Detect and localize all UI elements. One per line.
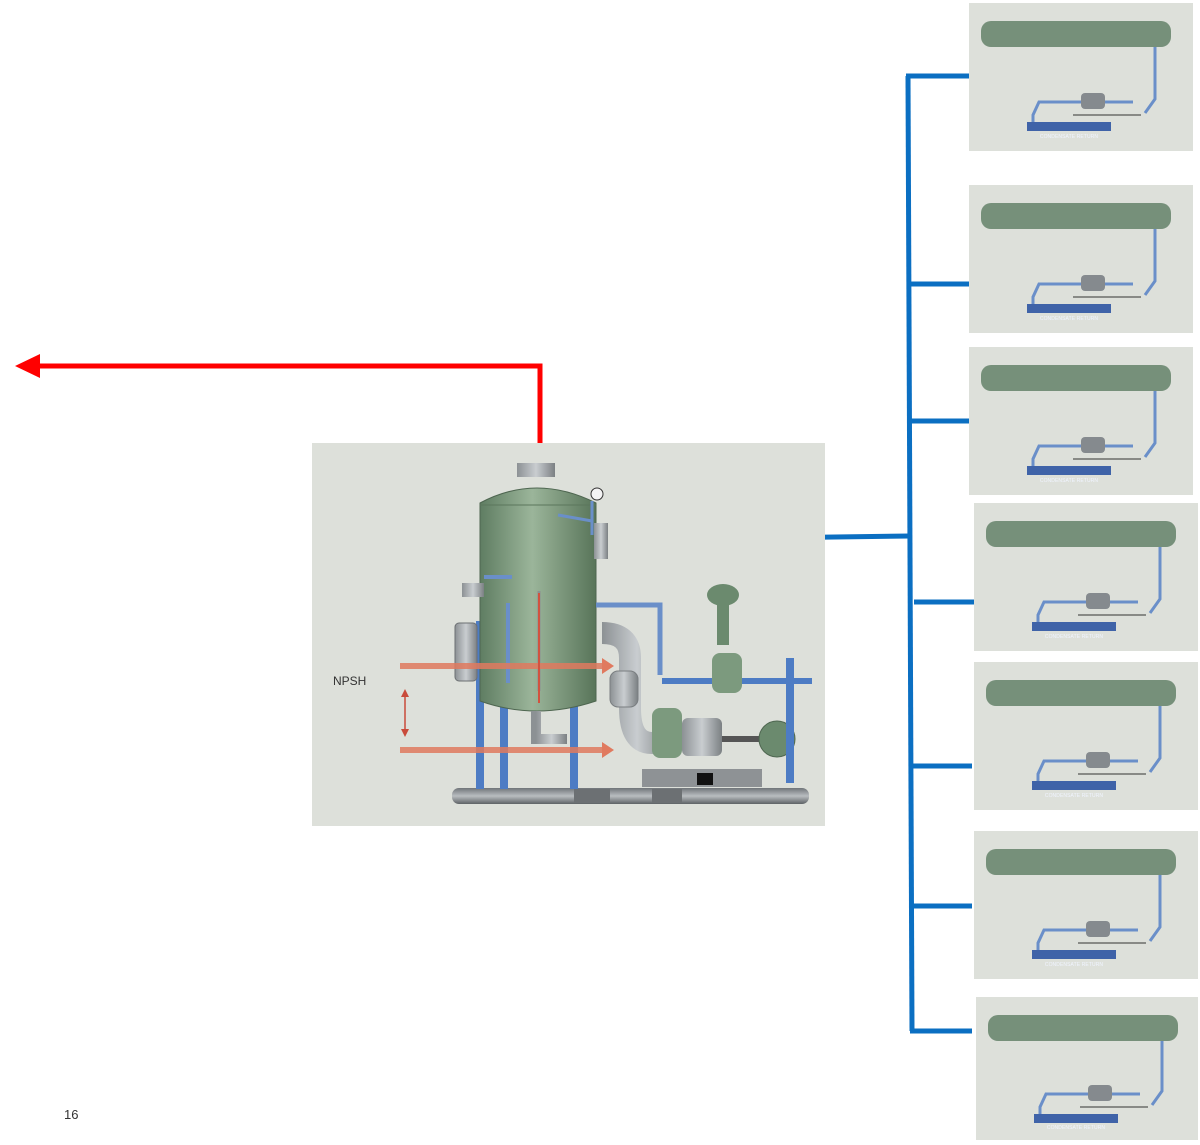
steam-trap (1086, 593, 1110, 609)
steam-trap (1086, 921, 1110, 937)
trap-station-panel-6: CONDENSATE RETURN (974, 831, 1198, 979)
trap-station-drawing (974, 831, 1198, 979)
steam-main (986, 521, 1176, 547)
npsh-label: NPSH (333, 674, 366, 688)
trap-station-panel-7: CONDENSATE RETURN (976, 997, 1198, 1140)
pump-casing (652, 708, 682, 758)
condensate-return-label: CONDENSATE RETURN (1027, 316, 1111, 322)
condensate-return-label: CONDENSATE RETURN (1027, 478, 1111, 484)
steam-trap (1081, 275, 1105, 291)
trap-station-drawing (974, 662, 1198, 810)
steam-main (986, 849, 1176, 875)
steam-main (988, 1015, 1178, 1041)
steam-main (986, 680, 1176, 706)
trap-station-drawing (976, 997, 1198, 1140)
trap-station-panel-3: CONDENSATE RETURN (969, 347, 1193, 495)
steam-trap (1081, 93, 1105, 109)
trap-station-drawing (969, 3, 1193, 151)
flash-vessel-panel (312, 443, 825, 826)
trap-station-drawing (969, 347, 1193, 495)
condensate-return-label: CONDENSATE RETURN (1034, 1125, 1118, 1131)
steam-trap (1081, 437, 1105, 453)
pressure-gauge (591, 488, 603, 500)
trap-station-panel-1: CONDENSATE RETURN (969, 3, 1193, 151)
condensate-header-vertical (908, 76, 912, 1031)
trap-station-panel-2: CONDENSATE RETURN (969, 185, 1193, 333)
flash-steam-arrowhead (15, 354, 40, 378)
steam-main (981, 21, 1171, 47)
condensate-return-label: CONDENSATE RETURN (1027, 134, 1111, 140)
steam-trap (1086, 752, 1110, 768)
inlet-flange (455, 623, 477, 681)
vent-flange (517, 463, 555, 477)
steam-main (981, 365, 1171, 391)
flash-vessel-drawing (312, 443, 825, 826)
trap-station-panel-5: CONDENSATE RETURN (974, 662, 1198, 810)
base-skid (452, 788, 809, 804)
trap-station-panel-4: CONDENSATE RETURN (974, 503, 1198, 651)
steam-trap (1088, 1085, 1112, 1101)
condensate-return-label: CONDENSATE RETURN (1032, 634, 1116, 640)
condensate-return-label: CONDENSATE RETURN (1032, 793, 1116, 799)
trap-station-drawing (974, 503, 1198, 651)
page-number: 16 (64, 1107, 78, 1122)
condensate-return-label: CONDENSATE RETURN (1032, 962, 1116, 968)
steam-main (981, 203, 1171, 229)
trap-station-drawing (969, 185, 1193, 333)
control-valve-actuator (707, 584, 739, 606)
